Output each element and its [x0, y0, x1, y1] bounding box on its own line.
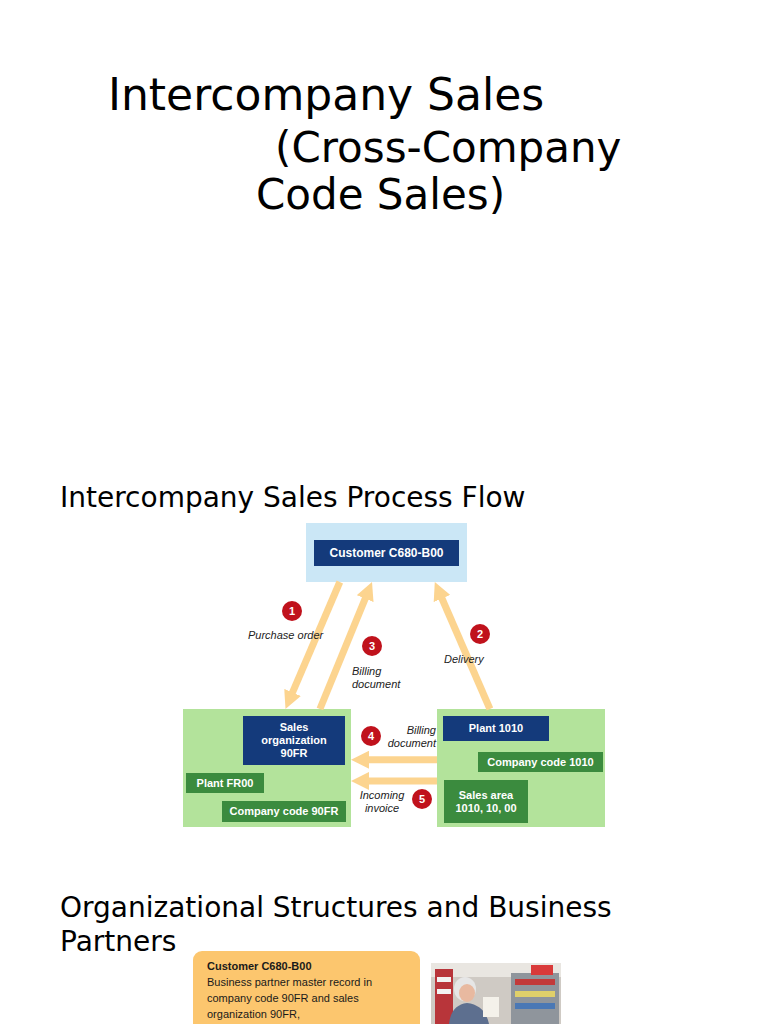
photo-hair	[454, 977, 476, 1001]
edge-label: Incoming invoice	[354, 789, 410, 815]
flow-arrow	[440, 593, 490, 709]
flow-arrow	[363, 777, 437, 784]
edge-label: Purchase order	[248, 629, 343, 642]
photo-shelf-item	[515, 991, 555, 997]
node-heading: Customer C680-B00	[329, 546, 443, 560]
node-heading: Sales organization 90FR	[247, 721, 341, 760]
photo-sign	[531, 965, 553, 975]
photo-product	[483, 997, 499, 1017]
node-body: Business partner master record in compan…	[207, 974, 385, 1022]
section-heading: Intercompany Sales Process Flow	[60, 481, 700, 515]
callout-number: 3	[362, 636, 382, 656]
org-unit-box: Plant 1010	[443, 716, 549, 741]
org-unit-label: Company code 90FR	[222, 801, 346, 822]
photo-shelf-item	[437, 989, 451, 994]
photo-background	[431, 963, 561, 1024]
customer-box: Customer C680-B00	[314, 540, 459, 566]
flow-arrow	[363, 756, 437, 763]
callout-number: 5	[412, 789, 432, 809]
callout-number: 4	[361, 726, 381, 746]
info-card: Customer C680-B00Business partner master…	[193, 951, 420, 1024]
node-heading: Company code 90FR	[230, 805, 339, 818]
edge-label: Delivery	[444, 653, 504, 666]
org-unit-label: Sales area 1010, 10, 00	[444, 780, 528, 823]
photo-shelf	[511, 973, 559, 1024]
company-group-box: Plant 1010Company code 1010Sales area 10…	[437, 709, 605, 827]
photo-shelf-item	[515, 1003, 555, 1009]
flow-arrow	[320, 593, 368, 709]
edge-label: Billing document	[352, 665, 408, 691]
photo-shelf-item	[437, 977, 451, 982]
photo-shelf-item	[515, 979, 555, 985]
org-unit-label: Plant FR00	[186, 773, 264, 793]
photo-shelf	[435, 969, 453, 1024]
edge-label: Billing document	[386, 724, 436, 750]
slide-title: Intercompany Sales	[108, 68, 544, 121]
node-heading: Sales area 1010, 10, 00	[448, 789, 524, 815]
photo-face	[459, 984, 475, 1002]
node-heading: Company code 1010	[487, 756, 593, 769]
company-group-box: Sales organization 90FR Plant FR00Company…	[183, 709, 351, 827]
org-unit-box: Sales organization 90FR	[243, 716, 345, 765]
customer-band: Customer C680-B00	[306, 523, 467, 582]
node-heading: Customer C680-B00	[207, 958, 312, 974]
callout-number: 1	[282, 601, 302, 621]
slide-subtitle: (Cross-Company Code Sales)	[256, 124, 636, 218]
photo-illustration	[431, 963, 561, 1024]
section-heading: Organizational Structures and Business P…	[60, 891, 700, 959]
callout-number: 2	[470, 624, 490, 644]
node-heading: Plant FR00	[197, 777, 254, 790]
org-unit-label: Company code 1010	[478, 752, 603, 772]
node-heading: Plant 1010	[469, 722, 523, 735]
